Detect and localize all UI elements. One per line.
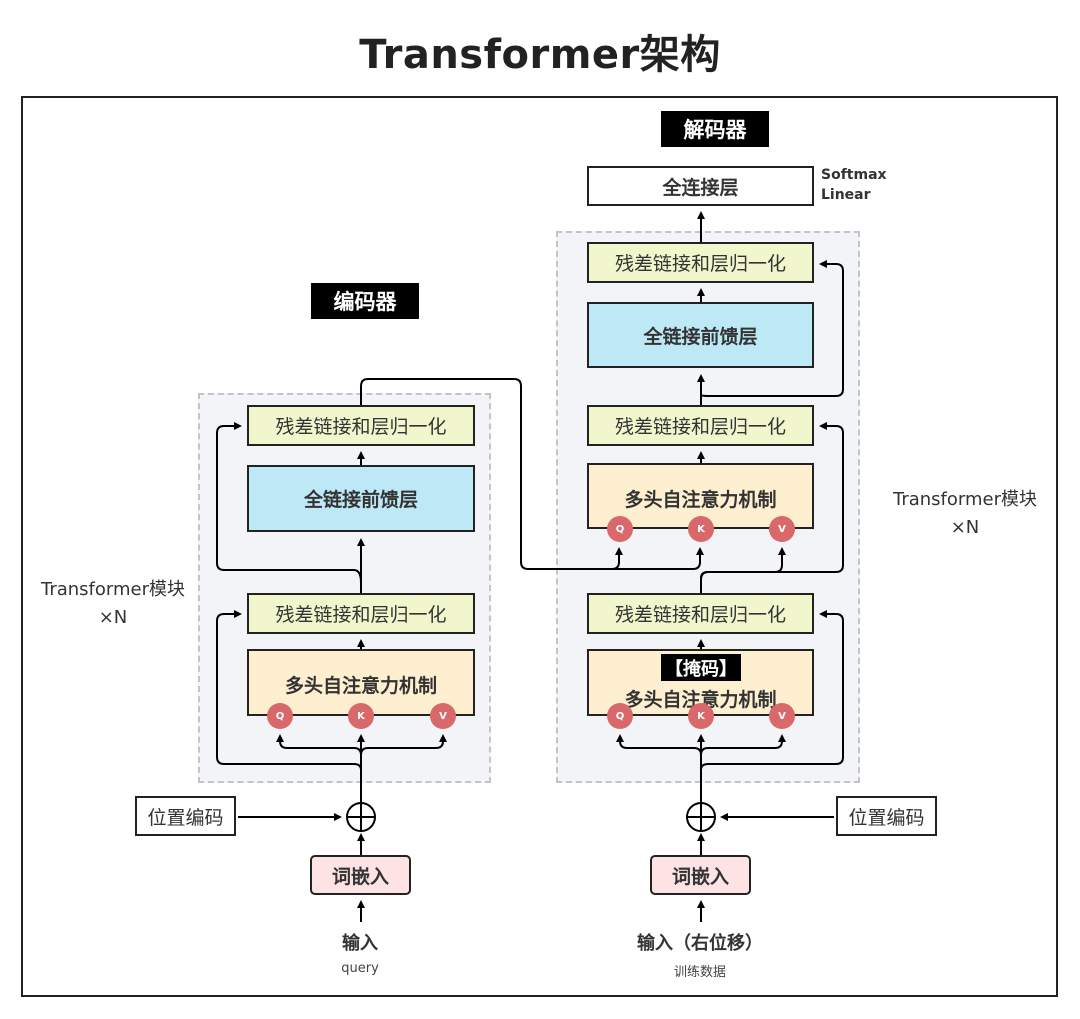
encoder-repeat-label-line1: Transformer模块 — [40, 579, 185, 600]
encoder-input-label: 输入 — [342, 933, 378, 954]
encoder-repeat-label-line2: ×N — [98, 607, 128, 628]
decoder-input-sub: 训练数据 — [673, 965, 726, 980]
softmax-label: Softmax — [821, 167, 887, 183]
encoder-input-sub: query — [341, 961, 379, 976]
encoder-positional-encoding: 位置编码 — [135, 796, 236, 836]
encoder-k-port: K — [348, 703, 374, 729]
decoder-positional-encoding: 位置编码 — [836, 796, 937, 836]
encoder-add-norm-top: 残差链接和层归一化 — [247, 405, 475, 446]
diagram-frame — [21, 96, 1058, 997]
encoder-ffn: 全链接前馈层 — [247, 465, 475, 532]
decoder-output-notes: Softmax Linear — [821, 165, 887, 205]
decoder-add-norm-bottom: 残差链接和层归一化 — [587, 593, 814, 634]
decoder-cross-k-port: K — [688, 516, 714, 542]
decoder-masked-v-port: V — [769, 703, 795, 729]
decoder-masked-q-port: Q — [607, 703, 633, 729]
encoder-tag: 编码器 — [311, 283, 419, 319]
decoder-ffn: 全链接前馈层 — [587, 302, 814, 368]
decoder-tag: 解码器 — [661, 111, 769, 147]
encoder-v-port: V — [430, 703, 456, 729]
decoder-repeat-label: Transformer模块 ×N — [880, 486, 1050, 542]
page-title: Transformer架构 — [359, 32, 721, 78]
decoder-input-label: 输入（右位移） — [637, 933, 763, 954]
decoder-mask-tag: 【掩码】 — [661, 654, 741, 681]
decoder-repeat-label-line2: ×N — [950, 517, 980, 538]
encoder-embedding: 词嵌入 — [310, 855, 411, 895]
decoder-masked-k-port: K — [688, 703, 714, 729]
decoder-repeat-label-line1: Transformer模块 — [892, 489, 1037, 510]
decoder-add-norm-top: 残差链接和层归一化 — [587, 242, 814, 283]
linear-label: Linear — [821, 187, 871, 203]
decoder-add-norm-middle: 残差链接和层归一化 — [587, 405, 814, 446]
encoder-repeat-label: Transformer模块 ×N — [28, 576, 198, 632]
decoder-cross-q-port: Q — [607, 516, 633, 542]
encoder-add-norm-bottom: 残差链接和层归一化 — [247, 593, 475, 634]
decoder-embedding: 词嵌入 — [650, 855, 751, 895]
encoder-q-port: Q — [267, 703, 293, 729]
decoder-output-layer: 全连接层 — [587, 166, 814, 206]
decoder-cross-v-port: V — [769, 516, 795, 542]
